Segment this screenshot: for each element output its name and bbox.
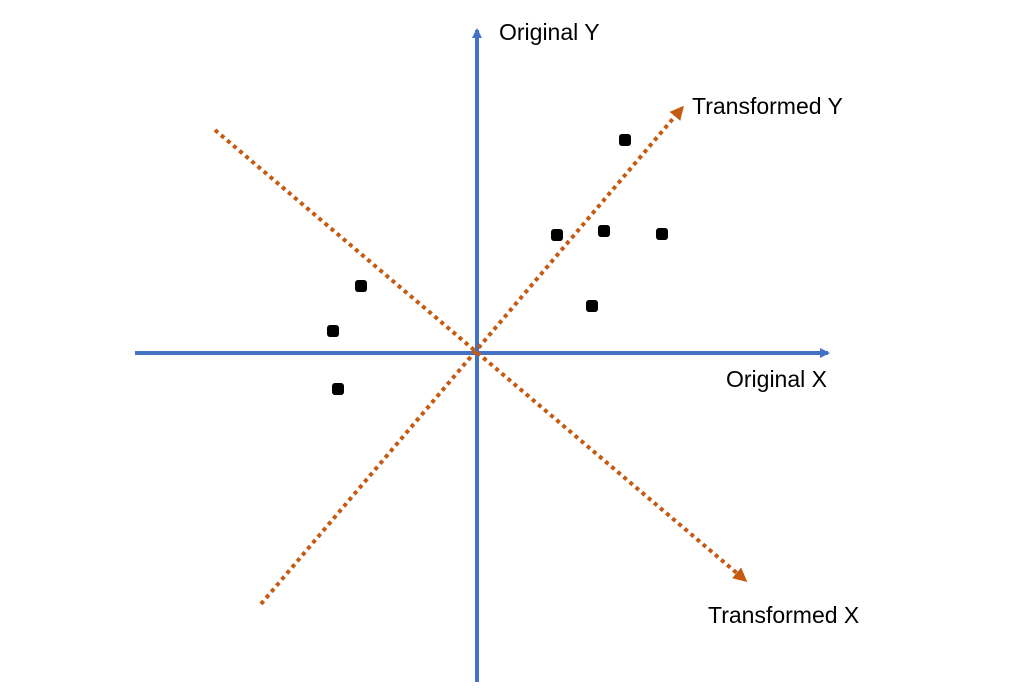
transformed-y-axis [259, 105, 684, 606]
data-point-5 [586, 300, 598, 312]
data-point-3 [598, 225, 610, 237]
transformed-x-axis [213, 128, 748, 582]
data-point-2 [551, 229, 563, 241]
data-point-1 [619, 134, 631, 146]
data-point-4 [656, 228, 668, 240]
transformed-y-label: Transformed Y [692, 93, 843, 119]
data-points [327, 134, 668, 395]
data-point-7 [327, 325, 339, 337]
data-point-8 [332, 383, 344, 395]
original-x-label: Original X [726, 366, 827, 392]
original-y-label: Original Y [499, 19, 600, 45]
transformed-x-label: Transformed X [708, 602, 859, 628]
data-point-6 [355, 280, 367, 292]
